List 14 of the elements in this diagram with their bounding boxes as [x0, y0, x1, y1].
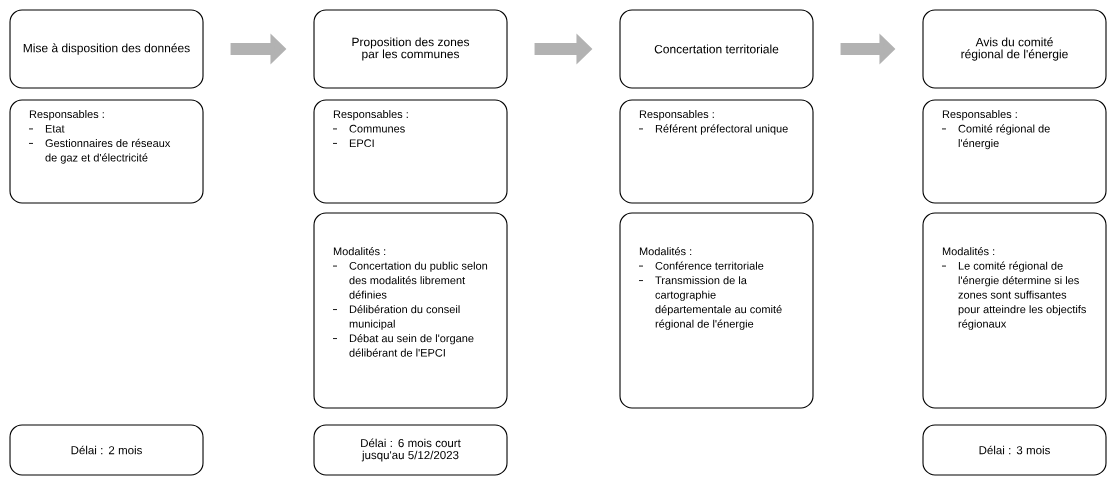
- responsibles-box: Responsables : Comité régional de l'énergie: [922, 99, 1107, 204]
- responsibles-box: Responsables : Communes EPCI: [313, 99, 508, 204]
- deadline-box: Délai : 2 mois: [9, 424, 204, 476]
- step-box: Concertation territoriale: [619, 9, 814, 89]
- step-box: Proposition des zones par les communes: [313, 9, 508, 89]
- step-box: Avis du comité régional de l'énergie: [922, 9, 1107, 89]
- deadline-box: Délai : 3 mois: [922, 424, 1107, 476]
- deadline-box: Délai : 6 mois court jusqu'au 5/12/2023: [313, 424, 508, 476]
- procedure-box: Modalités : Concertation du public selon des modalités librement définies Délibération du conseil municipal Débat au sein de l'organe délibérant de l'EPCI: [313, 212, 508, 409]
- responsibles-box: Responsables : Etat Gestionnaires de réseaux de gaz et d'électricité: [9, 99, 204, 204]
- responsibles-box: Responsables : Référent préfectoral unique: [619, 99, 814, 204]
- step-box: Mise à disposition des données: [9, 9, 204, 89]
- procedure-box: Modalités : Le comité régional de l'énergie détermine si les zones sont suffisantes pour atteindre les objectifs régionaux: [922, 212, 1107, 409]
- procedure-box: Modalités : Conférence territoriale Transmission de la cartographie départementale au comité régional de l'énergie: [619, 212, 814, 409]
